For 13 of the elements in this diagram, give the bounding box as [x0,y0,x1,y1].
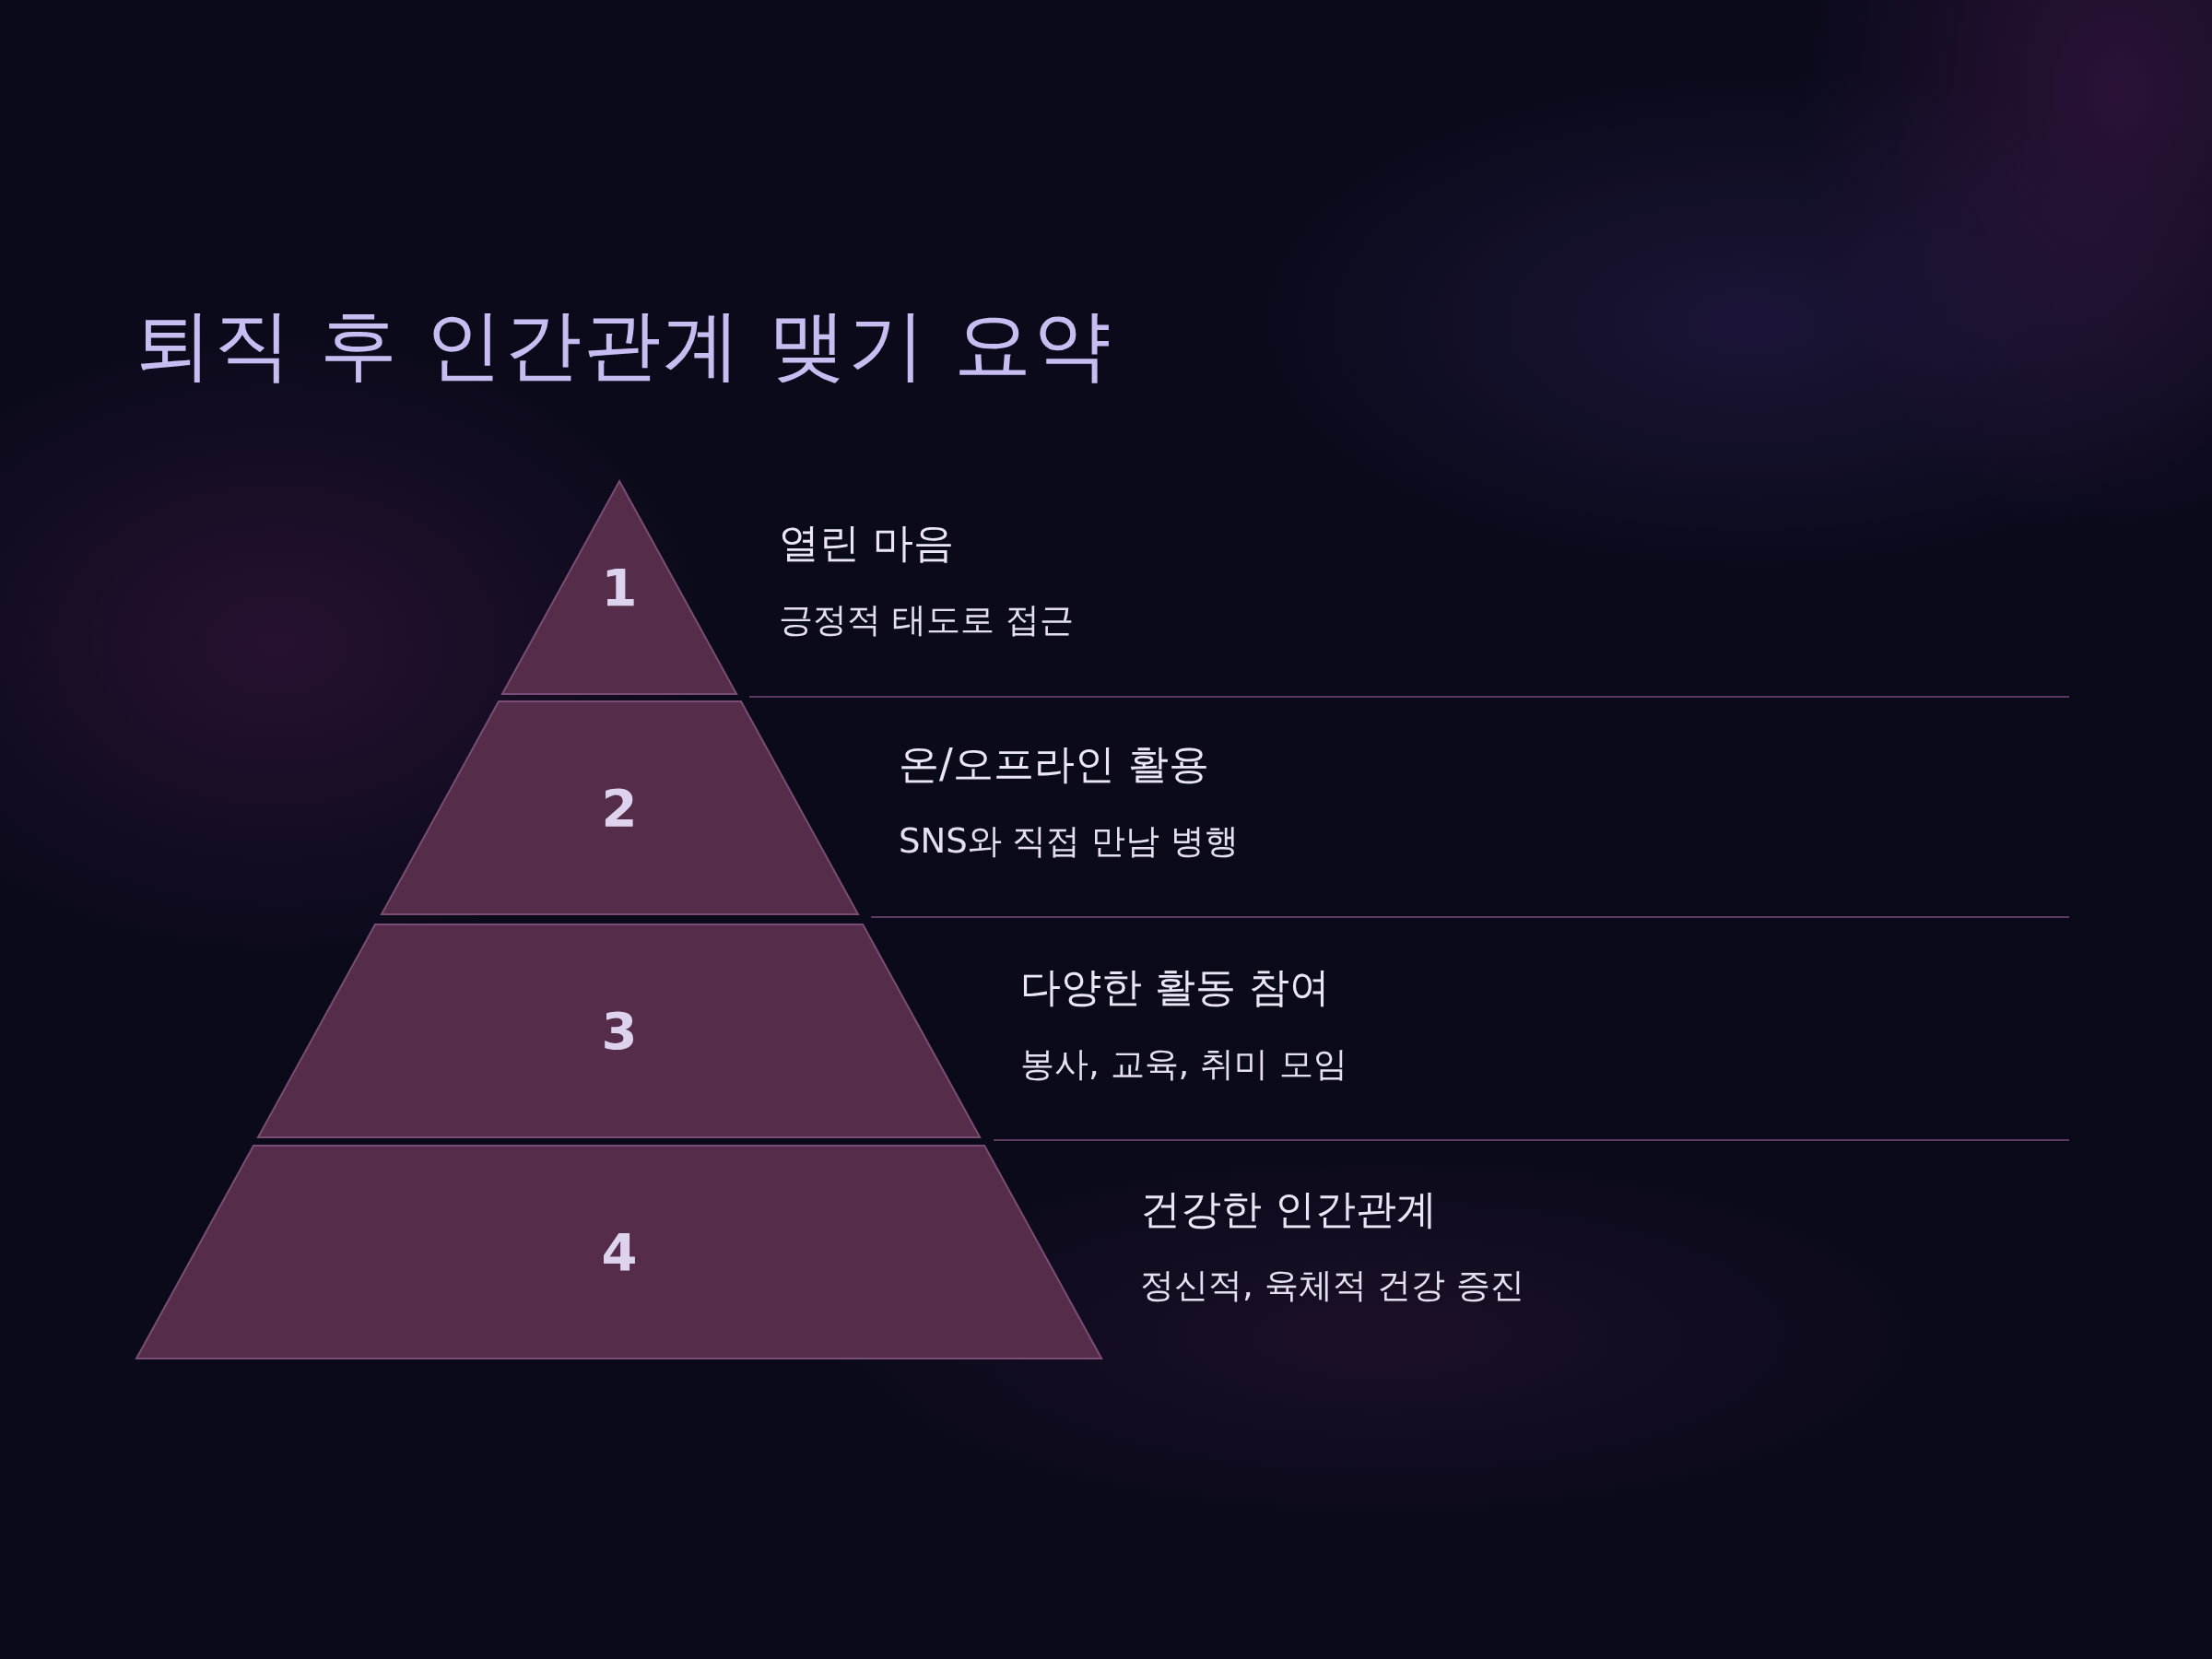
tier-heading: 다양한 활동 참여 [1020,962,1330,1012]
tier-description: SNS와 직접 만남 병행 [899,820,1239,863]
tier-heading: 열린 마음 [779,518,954,568]
tier-description: 봉사, 교육, 취미 모임 [1020,1043,1347,1086]
tier-number: 4 [601,1222,638,1282]
tier-number: 3 [601,1001,638,1061]
tier-heading: 건강한 인간관계 [1140,1184,1437,1234]
tier-number: 2 [601,778,638,838]
tier-description: 긍정적 태도로 접근 [779,599,1074,641]
tier-number: 1 [601,558,638,618]
tier-description: 정신적, 육체적 건강 증진 [1140,1265,1525,1307]
tier-heading: 온/오프라인 활용 [899,739,1209,789]
title: 퇴직 후 인간관계 맺기 요약 [135,299,1112,392]
